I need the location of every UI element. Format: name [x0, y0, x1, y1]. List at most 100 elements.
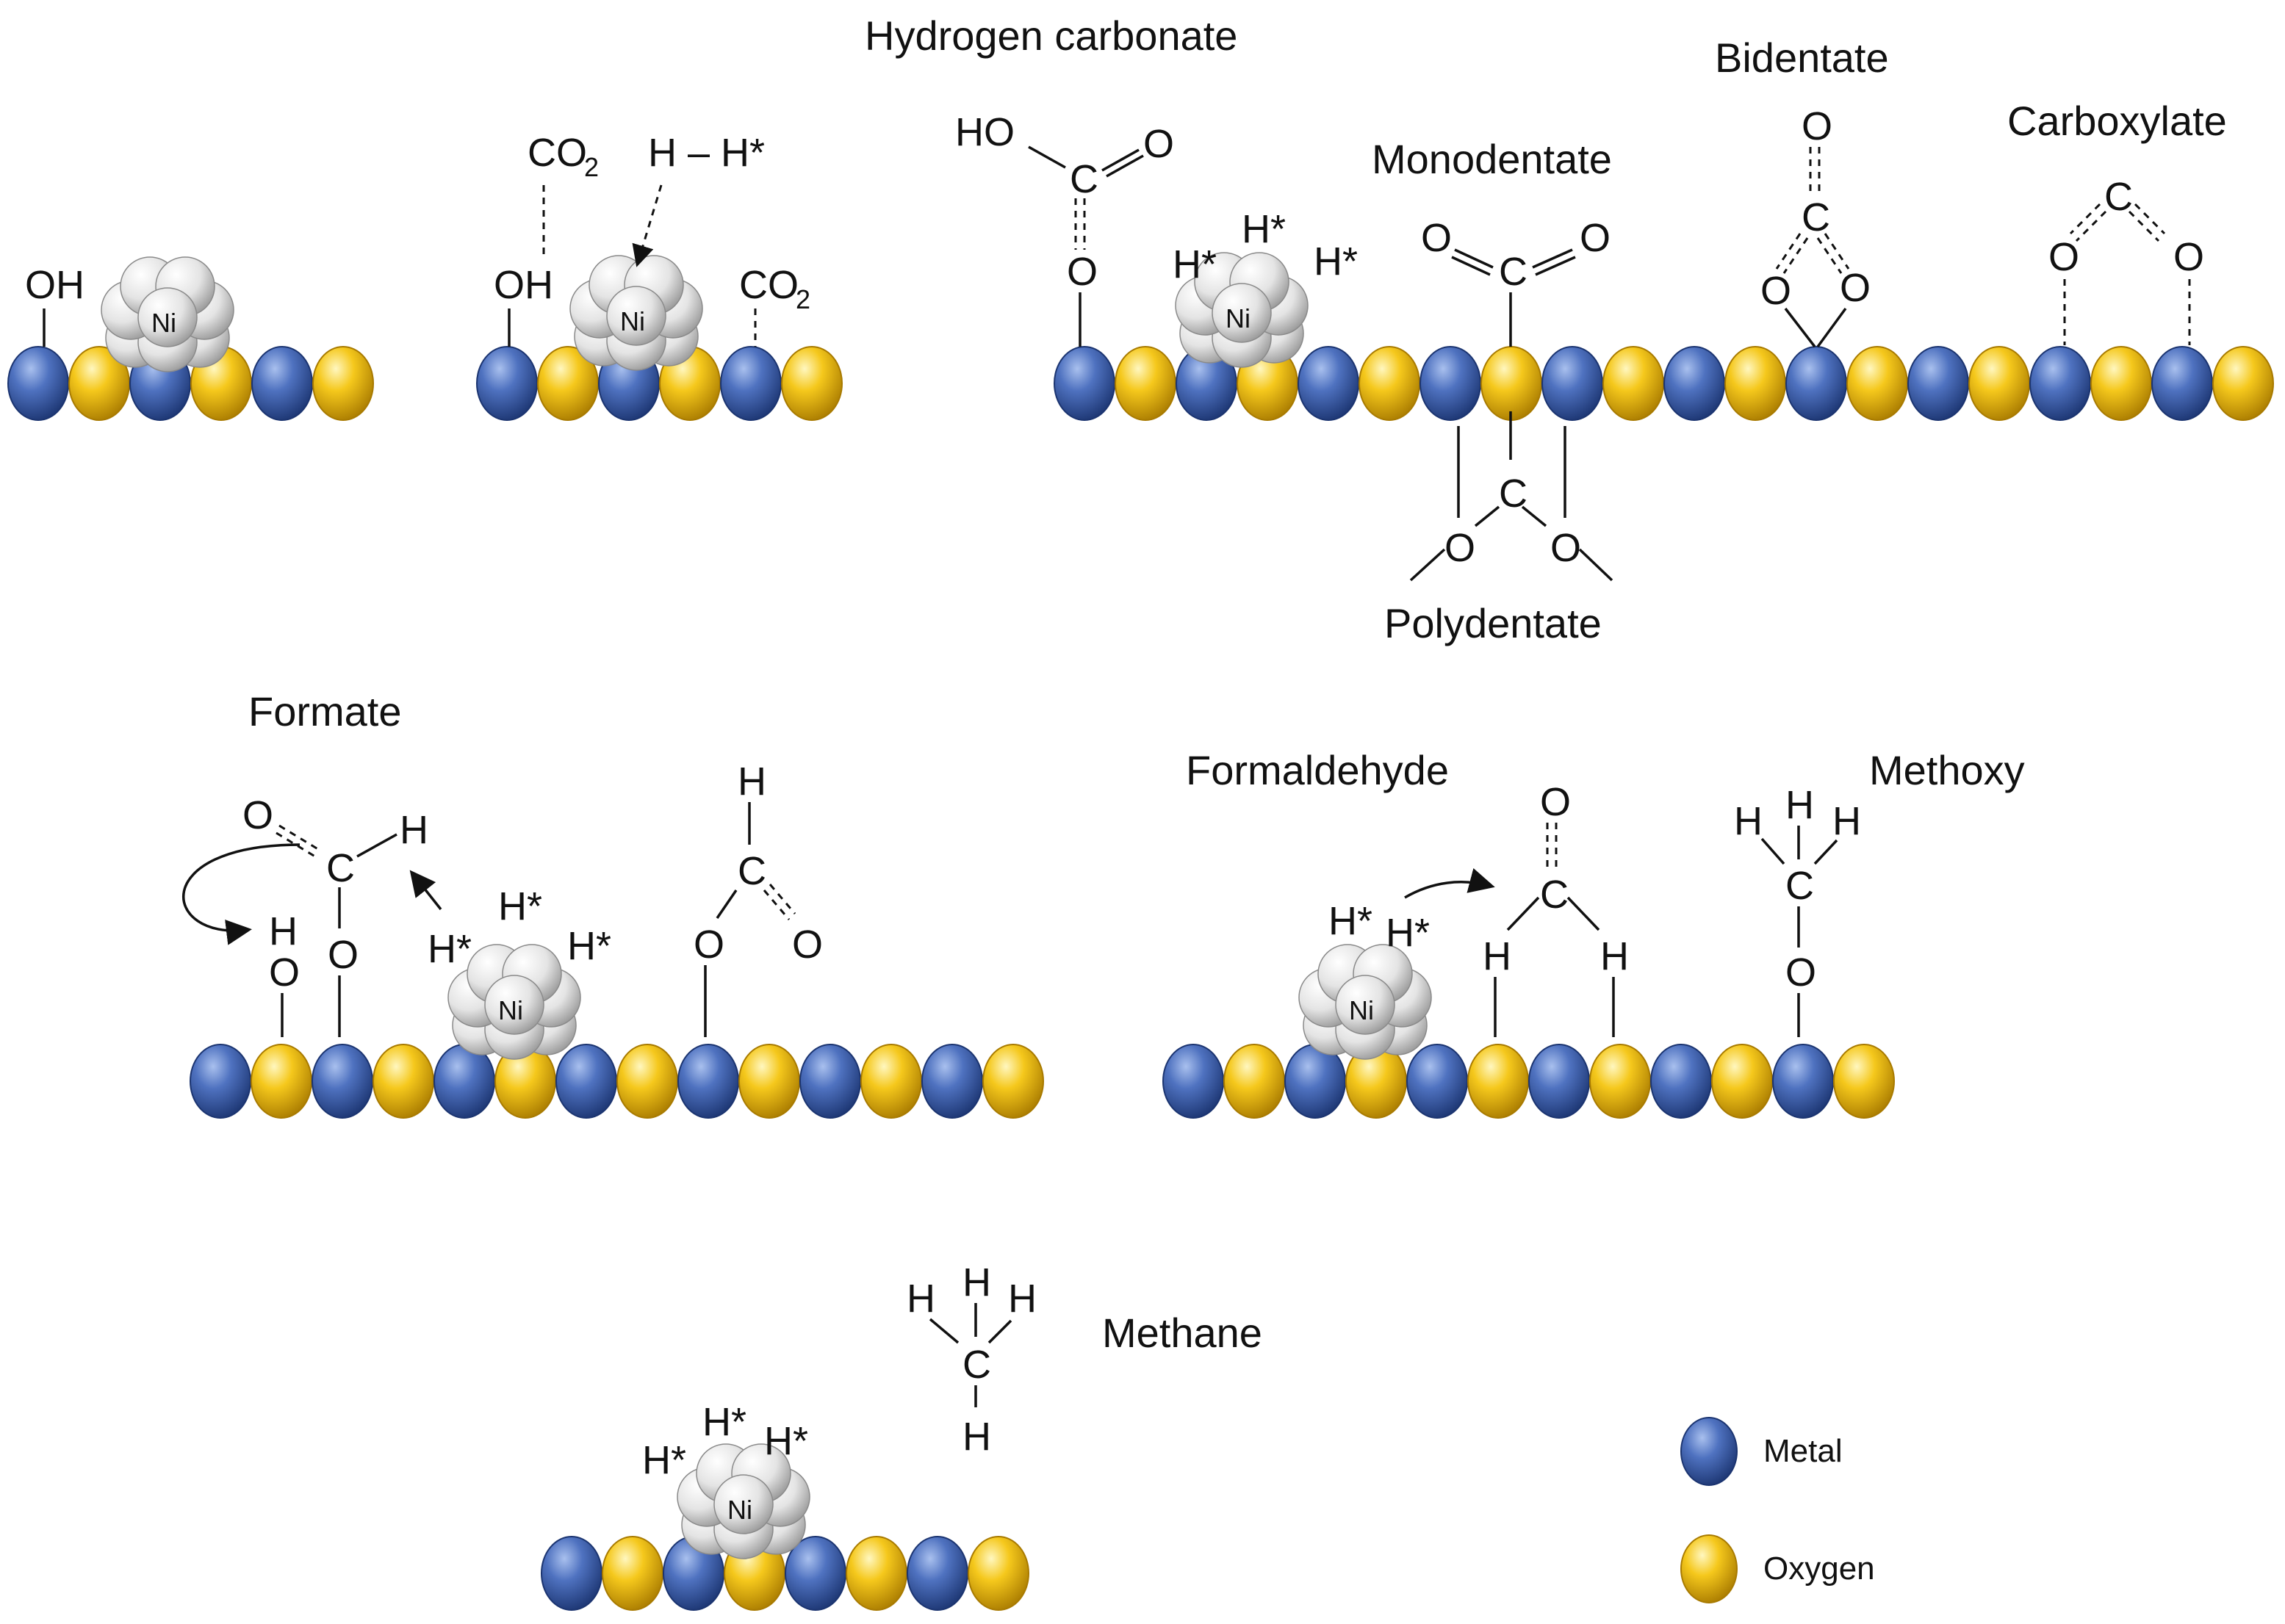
panel-5-formaldehyde-methoxy: Formaldehyde Methoxy O C H H H* H* H H H…	[1186, 747, 2025, 1037]
oxygen-atom	[373, 1044, 434, 1119]
legend: Metal Oxygen	[1680, 1417, 1875, 1603]
oxygen-atom	[2090, 346, 2152, 421]
h-star-label: H*	[567, 924, 611, 968]
carbon-label: C	[2104, 175, 2133, 219]
metal-atom	[720, 346, 782, 421]
nickel-atom	[606, 286, 666, 346]
methane-title: Methane	[1102, 1310, 1262, 1356]
surface-panel-6-methane	[541, 1536, 1029, 1611]
nickel-label: Ni	[151, 308, 176, 338]
oxygen-label: O	[2048, 235, 2079, 279]
legend-oxygen-label: Oxygen	[1763, 1551, 1875, 1587]
metal-atom	[7, 346, 69, 421]
oxygen-label: O	[1067, 250, 1098, 294]
hydrogen-label: H	[962, 1415, 991, 1459]
oxygen-label: O	[1760, 269, 1791, 313]
nickel-atom	[1335, 975, 1395, 1035]
hydrogen-label: H	[1832, 799, 1861, 843]
oxygen-label: O	[1785, 950, 1816, 995]
metal-atom	[2029, 346, 2091, 421]
carbon-label: C	[1540, 873, 1569, 917]
nickel-atom	[1212, 283, 1272, 343]
h-star-label: H*	[1386, 911, 1430, 955]
metal-atom	[2151, 346, 2213, 421]
surface-panel-5-formaldehyde	[1162, 1044, 1895, 1119]
oxygen-label: O	[269, 950, 300, 995]
oxygen-atom	[1846, 346, 1908, 421]
carbon-label: C	[1499, 250, 1527, 294]
metal-atom	[677, 1044, 739, 1119]
hydrogen-label: H	[1483, 934, 1511, 978]
oxygen-atom	[738, 1044, 800, 1119]
bidentate-title: Bidentate	[1715, 35, 1889, 81]
nickel-label: Ni	[620, 306, 645, 336]
nickel-label: Ni	[1226, 303, 1251, 333]
ho-label: HO	[955, 110, 1015, 154]
carboxylate-title: Carboxylate	[2007, 98, 2227, 144]
surface-panel-3	[1054, 346, 2274, 421]
hydrogen-label: H	[738, 759, 766, 804]
legend-metal-label: Metal	[1763, 1433, 1843, 1469]
legend-metal-swatch	[1680, 1417, 1738, 1486]
co2-adsorbed-label: CO	[739, 263, 799, 307]
metal-atom	[1772, 1044, 1834, 1119]
metal-atom	[1284, 1044, 1346, 1119]
oxygen-atom	[1602, 346, 1664, 421]
metal-atom	[1907, 346, 1969, 421]
oxygen-atom	[1589, 1044, 1651, 1119]
metal-atom	[1663, 346, 1725, 421]
legend-oxygen-swatch	[1680, 1534, 1738, 1603]
panel-6-methane: Methane H H H C H H* H* H*	[642, 1260, 1262, 1482]
oh-group-label: OH	[494, 263, 553, 307]
metal-atom	[799, 1044, 861, 1119]
h-star-label: H*	[764, 1419, 808, 1463]
nickel-cluster-6: Ni	[677, 1443, 810, 1559]
oxygen-atom	[1115, 346, 1176, 421]
co2-adsorbed-subscript: 2	[796, 284, 810, 314]
oxygen-atom	[860, 1044, 922, 1119]
panel-4-formate: Formate O C H O H O H* H* H* H C O O	[181, 688, 823, 1037]
nickel-label: Ni	[498, 995, 523, 1025]
oxygen-atom	[1711, 1044, 1773, 1119]
surface-panel-4-formate	[190, 1044, 1044, 1119]
oxygen-atom	[968, 1536, 1029, 1611]
nickel-cluster-3: Ni	[1175, 252, 1309, 368]
metal-atom	[1419, 346, 1481, 421]
hydrogen-label: H	[907, 1277, 935, 1321]
oxygen-atom	[1833, 1044, 1895, 1119]
nickel-atom	[713, 1474, 774, 1534]
h-star-label: H*	[498, 884, 542, 928]
oxygen-atom	[781, 346, 843, 421]
h-star-label: H*	[702, 1400, 746, 1444]
oxygen-label: O	[1421, 216, 1452, 260]
oxygen-atom	[1467, 1044, 1529, 1119]
monodentate-title: Monodentate	[1372, 136, 1612, 182]
nickel-atom	[137, 287, 198, 347]
oxygen-atom	[251, 1044, 312, 1119]
h-star-label: H*	[1314, 239, 1358, 284]
h-star-label: H*	[1173, 242, 1217, 286]
co2-gas-subscript: 2	[584, 152, 599, 182]
metal-atom	[251, 346, 313, 421]
carbon-label: C	[1802, 195, 1830, 239]
oxygen-label: O	[1580, 216, 1611, 260]
hydrogen-label: H	[1008, 1277, 1037, 1321]
metal-atom	[1162, 1044, 1224, 1119]
panel-1-hydroxyl: OH	[25, 263, 84, 347]
metal-atom	[1650, 1044, 1712, 1119]
hydrogen-label: H	[269, 909, 298, 953]
formaldehyde-title: Formaldehyde	[1186, 747, 1449, 793]
co2-gas-label: CO	[528, 131, 587, 175]
oxygen-label: O	[694, 923, 724, 967]
surface-panel-1	[7, 346, 374, 421]
metal-atom	[476, 346, 538, 421]
metal-atom	[1406, 1044, 1468, 1119]
oxygen-atom	[1724, 346, 1786, 421]
h-star-label: H*	[1328, 899, 1372, 943]
nickel-cluster-5: Ni	[1298, 944, 1432, 1060]
nickel-cluster-1: Ni	[101, 256, 234, 372]
oxygen-atom	[616, 1044, 678, 1119]
oxygen-atom	[1480, 346, 1542, 421]
oxygen-label: O	[792, 923, 823, 967]
oxygen-atom	[1359, 346, 1420, 421]
